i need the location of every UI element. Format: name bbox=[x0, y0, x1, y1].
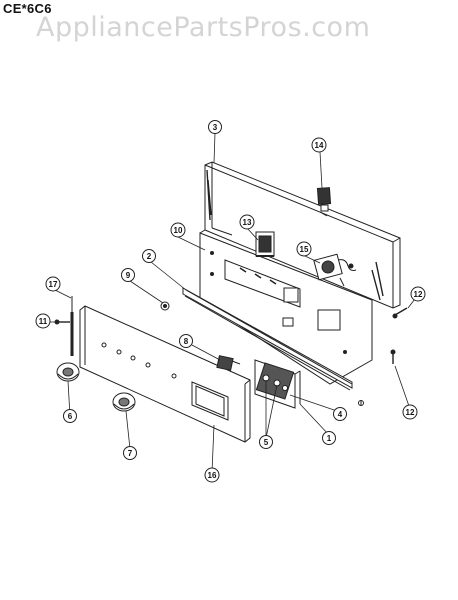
callout-11: 11 bbox=[35, 313, 51, 329]
watermark: AppliancePartsPros.com bbox=[36, 12, 371, 43]
svg-text:5: 5 bbox=[264, 438, 269, 447]
svg-text:8: 8 bbox=[184, 337, 189, 346]
callout-5: 5 bbox=[259, 435, 273, 449]
knob-right bbox=[112, 392, 136, 412]
svg-text:12: 12 bbox=[406, 408, 415, 417]
callout-4: 4 bbox=[333, 407, 347, 421]
callout-9: 9 bbox=[121, 268, 135, 282]
svg-text:16: 16 bbox=[208, 471, 217, 480]
callout-2: 2 bbox=[142, 249, 156, 263]
switch-assembly bbox=[254, 359, 301, 409]
screw-lower bbox=[390, 349, 396, 364]
timer-module bbox=[313, 253, 357, 287]
svg-text:14: 14 bbox=[315, 141, 324, 150]
model-code: CE*6C6 bbox=[3, 1, 52, 16]
callout-15: 15 bbox=[296, 241, 312, 257]
screw-left bbox=[54, 319, 70, 325]
callout-10: 10 bbox=[170, 222, 186, 238]
front-panel bbox=[79, 305, 251, 443]
trim-strip bbox=[182, 287, 353, 391]
svg-text:11: 11 bbox=[39, 317, 48, 326]
back-guard bbox=[204, 161, 401, 309]
callout-14: 14 bbox=[311, 137, 327, 153]
callout-17: 17 bbox=[45, 276, 61, 292]
svg-text:7: 7 bbox=[128, 449, 133, 458]
knob-left bbox=[56, 362, 80, 382]
callout-7: 7 bbox=[123, 446, 137, 460]
svg-text:4: 4 bbox=[338, 410, 343, 419]
rocker-switch bbox=[316, 187, 332, 217]
svg-text:1: 1 bbox=[327, 434, 332, 443]
svg-text:3: 3 bbox=[213, 123, 218, 132]
callout-16: 16 bbox=[204, 467, 220, 483]
callout-12b: 12 bbox=[402, 404, 418, 420]
svg-text:2: 2 bbox=[147, 252, 152, 261]
svg-text:15: 15 bbox=[300, 245, 309, 254]
control-panel-bracket bbox=[199, 229, 373, 385]
svg-text:17: 17 bbox=[49, 280, 58, 289]
svg-text:12: 12 bbox=[414, 290, 423, 299]
callout-1: 1 bbox=[322, 431, 336, 445]
screw-right bbox=[392, 307, 408, 319]
svg-text:10: 10 bbox=[174, 226, 183, 235]
nut bbox=[160, 301, 170, 311]
svg-text:13: 13 bbox=[243, 218, 252, 227]
callout-13: 13 bbox=[239, 214, 255, 230]
push-switch bbox=[216, 355, 241, 371]
leader-lines bbox=[48, 132, 419, 473]
svg-text:6: 6 bbox=[68, 412, 73, 421]
callout-12a: 12 bbox=[410, 286, 426, 302]
svg-text:9: 9 bbox=[126, 271, 131, 280]
callout-3: 3 bbox=[208, 120, 222, 134]
callout-8: 8 bbox=[179, 334, 193, 348]
receptacle bbox=[255, 231, 275, 257]
callout-6: 6 bbox=[63, 409, 77, 423]
bracket-screw bbox=[358, 400, 364, 406]
